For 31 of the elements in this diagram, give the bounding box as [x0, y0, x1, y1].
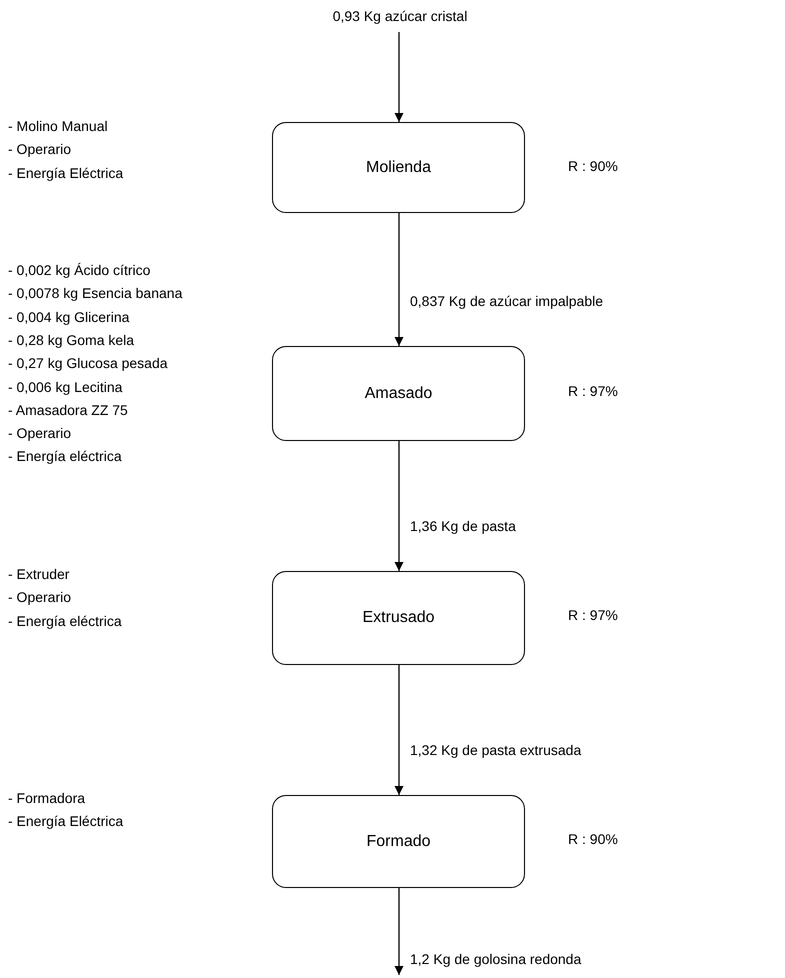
process-box: Extrusado: [272, 571, 525, 665]
resource-item: - 0,0078 kg Esencia banana: [8, 285, 182, 302]
resource-item: - Extruder: [8, 566, 70, 582]
yield-label: R : 97%: [568, 607, 618, 623]
resource-item: - Molino Manual: [8, 118, 108, 134]
yield-label: R : 97%: [568, 383, 618, 399]
resource-item: - Operario: [8, 141, 72, 158]
arrow: [394, 32, 404, 122]
resource-item: - Amasadora ZZ 75: [8, 402, 128, 418]
arrow: [394, 665, 404, 795]
resource-item: - Operario: [8, 425, 72, 442]
resource-item: - Energía Eléctrica: [8, 164, 124, 181]
input-text: 0,93 Kg azúcar cristal: [300, 8, 500, 32]
resource-item: - 0,002 kg Ácido cítrico: [8, 262, 150, 278]
resource-item: - Energía eléctrica: [8, 612, 122, 629]
arrow: [394, 441, 404, 571]
resource-item: - 0,004 kg Glicerina: [8, 308, 130, 325]
arrow: [394, 888, 404, 975]
resource-item: - 0,006 kg Lecitina: [8, 378, 122, 394]
arrow: [394, 213, 404, 346]
process-box: Amasado: [272, 346, 525, 441]
resource-item: - Formadora: [8, 790, 86, 806]
resource-item: - 0,28 kg Goma kela: [8, 332, 134, 348]
process-box: Formado: [272, 795, 525, 888]
yield-label: R : 90%: [568, 158, 618, 174]
resource-item: - Operario: [8, 589, 72, 606]
resource-item: - Energía Eléctrica: [8, 813, 124, 830]
resource-item: - Energía eléctrica: [8, 448, 122, 464]
process-box: Molienda: [272, 122, 525, 213]
yield-label: R : 90%: [568, 831, 618, 847]
resource-item: - 0,27 kg Glucosa pesada: [8, 355, 168, 372]
